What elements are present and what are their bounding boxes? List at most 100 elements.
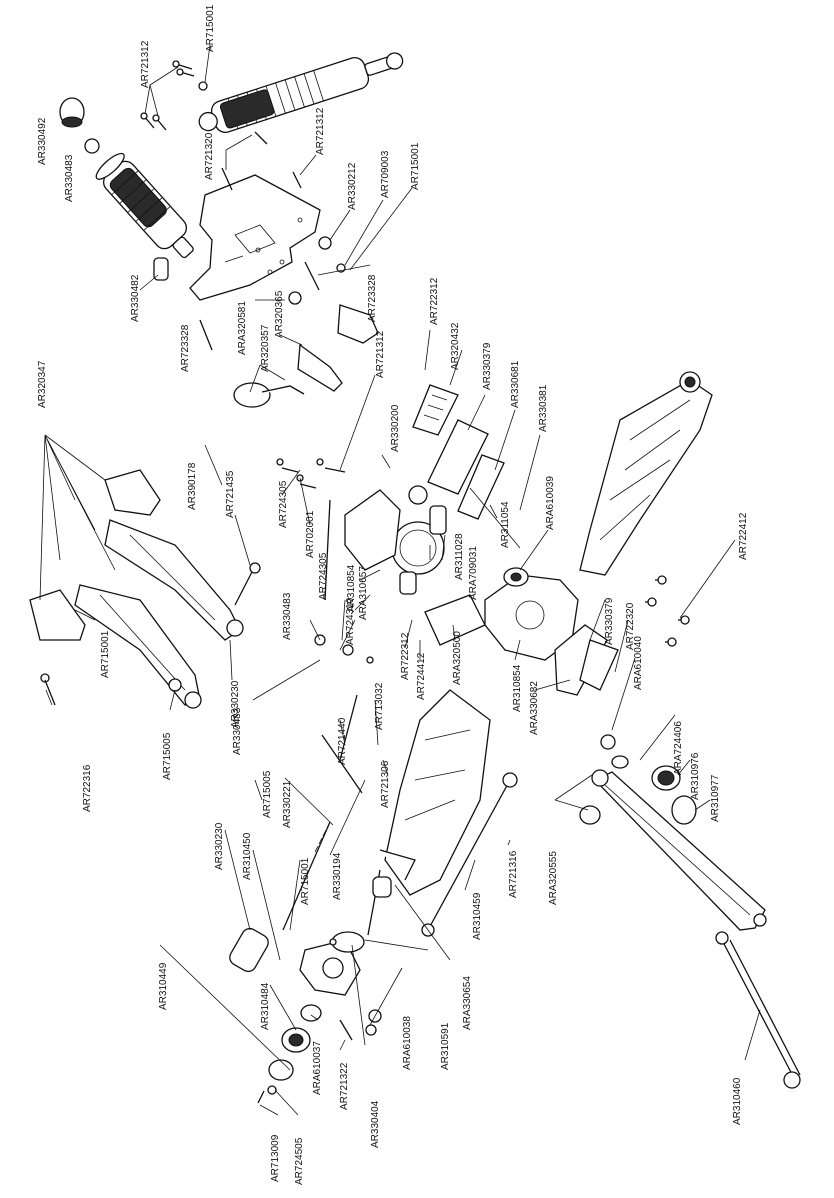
turnbuckle — [282, 734, 363, 931]
part-label: AR330221 — [282, 780, 293, 828]
part-label: AR724412 — [416, 652, 427, 700]
differential-gear — [391, 485, 447, 595]
part-label: AR715001 — [300, 857, 311, 905]
shock-end — [153, 257, 169, 281]
part-labels: AR715001 AR721312 AR330492 AR330483 AR72… — [37, 4, 749, 1185]
part-label: AR330230 — [230, 680, 241, 728]
part-label: ARA310657 — [358, 566, 369, 620]
chassis-rail — [591, 769, 767, 931]
part-label: AR722320 — [625, 602, 636, 650]
left-hub-carrier — [229, 927, 365, 996]
part-label: AR721440 — [337, 717, 348, 765]
shock-ball — [84, 138, 100, 154]
bearing — [503, 567, 529, 587]
part-label: ARA610039 — [545, 476, 556, 530]
part-label: AR330483 — [64, 154, 75, 202]
part-label: ARA320500 — [452, 631, 463, 685]
bulkhead — [344, 489, 579, 661]
cam-link — [554, 624, 619, 750]
part-label: AR702001 — [305, 510, 316, 558]
part-label: AR724505 — [294, 1137, 305, 1185]
part-label: AR330379 — [482, 342, 493, 390]
part-label: AR310449 — [158, 962, 169, 1010]
part-label: AR715005 — [162, 732, 173, 780]
part-label: AR721312 — [375, 330, 386, 378]
shock-tower — [189, 174, 321, 301]
part-label: AR330379 — [604, 597, 615, 645]
part-label: AR310977 — [710, 774, 721, 822]
part-label: AR723328 — [367, 274, 378, 322]
part-label: AR722312 — [429, 277, 440, 325]
leader-lines — [39, 44, 761, 1116]
part-label: AR330482 — [130, 274, 141, 322]
part-label: AR715001 — [410, 142, 421, 190]
part-label: AR721306 — [380, 760, 391, 808]
right-upper-arm — [579, 371, 713, 576]
screws-right — [645, 575, 690, 647]
part-label: AR724305 — [318, 552, 329, 600]
top-shock-absorber — [198, 52, 404, 133]
part-label: AR310484 — [260, 982, 271, 1030]
part-label: ARA610037 — [312, 1041, 323, 1095]
part-label: AR390178 — [187, 462, 198, 510]
part-label: AR310459 — [472, 892, 483, 940]
part-label: ARA610038 — [402, 1016, 413, 1070]
part-label: AR721435 — [225, 470, 236, 518]
part-label: AR320357 — [260, 324, 271, 372]
part-label: AR715001 — [205, 4, 216, 52]
part-label: AR310591 — [440, 1022, 451, 1070]
part-label: AR724305 — [278, 480, 289, 528]
part-label: AR713009 — [270, 1134, 281, 1182]
part-label: AR330212 — [347, 162, 358, 210]
small-screws-top — [140, 60, 208, 131]
part-label: AR330483 — [282, 592, 293, 640]
part-label: AR722312 — [400, 632, 411, 680]
left-shock-absorber — [95, 152, 194, 259]
part-label: AR320365 — [274, 290, 285, 338]
part-label: ARA330682 — [529, 681, 540, 735]
part-label: AR722412 — [738, 512, 749, 560]
part-label: AR715005 — [262, 770, 273, 818]
part-label: ARA724406 — [673, 721, 684, 775]
part-label: AR721320 — [204, 132, 215, 180]
lower-arm — [379, 689, 491, 896]
drive-shaft-center — [421, 772, 518, 937]
part-label: AR722316 — [82, 764, 93, 812]
part-label: AR320432 — [450, 322, 461, 370]
misc-small-parts — [40, 458, 392, 1041]
part-label: AR311028 — [454, 533, 465, 580]
part-label: AR709003 — [380, 150, 391, 198]
part-label: AR310854 — [346, 564, 357, 612]
part-label: AR713032 — [374, 682, 385, 730]
hub-cups — [579, 755, 697, 825]
part-label: AR310976 — [690, 752, 701, 800]
part-label: AR330404 — [370, 1100, 381, 1148]
part-label: AR330483 — [232, 707, 243, 755]
part-label: AR724310 — [345, 597, 356, 645]
gear-plate — [412, 384, 521, 549]
part-label: AR723328 — [180, 324, 191, 372]
part-label: ARA320555 — [548, 851, 559, 905]
part-label: ARA610040 — [633, 636, 644, 690]
part-label: AR330230 — [214, 822, 225, 870]
axle-nut-stack — [257, 1004, 322, 1104]
part-label: AR721316 — [508, 850, 519, 898]
part-label: ARA330654 — [462, 976, 473, 1030]
rocker-arms — [233, 291, 379, 408]
part-label: ARA320581 — [237, 301, 248, 355]
left-arms — [29, 469, 244, 709]
part-label: AR330492 — [37, 117, 48, 165]
part-label: AR330194 — [332, 852, 343, 900]
part-label: AR721312 — [140, 40, 151, 88]
part-label: AR310450 — [242, 832, 253, 880]
part-label: AR721322 — [339, 1062, 350, 1110]
part-label: AR721312 — [315, 107, 326, 155]
part-label: AR320347 — [37, 360, 48, 408]
part-label: AR310854 — [512, 664, 523, 712]
part-label: ARA709031 — [468, 546, 479, 600]
part-label: AR330381 — [538, 384, 549, 432]
part-label: AR310460 — [732, 1077, 743, 1125]
drive-shaft-right — [715, 931, 801, 1089]
part-label: AR715001 — [100, 630, 111, 678]
